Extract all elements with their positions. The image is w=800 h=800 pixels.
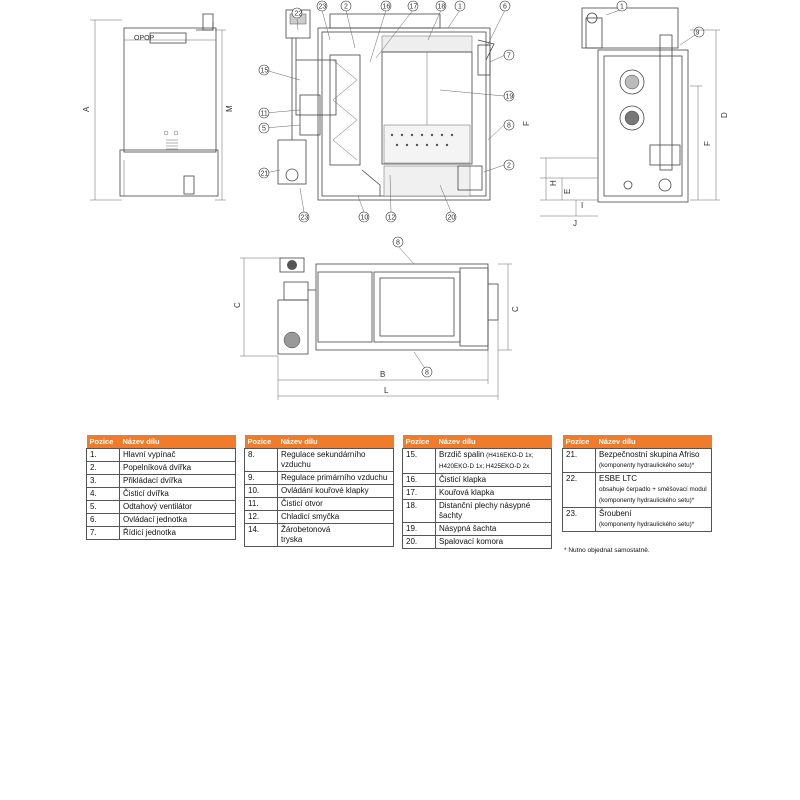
table-row: 9.Regulace primárního vzduchu: [244, 471, 394, 485]
callout-22: 21: [261, 171, 269, 178]
boiler-technical-drawing: A M OPOP: [82, 0, 729, 400]
dim-J: J: [573, 219, 577, 228]
dim-D: F: [703, 141, 712, 146]
table-row: 8.Regulace sekundárního vzduchu: [244, 448, 394, 472]
callout-1-rear: 1: [620, 4, 624, 11]
callout-11: 10: [361, 215, 369, 222]
callout-7: 7: [507, 53, 511, 60]
table-row: 6.Ovládací jednotka: [86, 513, 236, 527]
dim-L: L: [384, 386, 389, 395]
table-row: 5.Odtahový ventilátor: [86, 500, 236, 514]
table-row: 16.Čisticí klapka: [402, 473, 552, 487]
dim-F-rear: D: [720, 112, 729, 118]
callout-23a: 23: [319, 4, 327, 11]
callout-10: 9: [696, 30, 700, 37]
header-name: Název dílu: [277, 435, 394, 449]
dim-M: M: [225, 105, 234, 112]
dim-H: H: [549, 180, 558, 186]
callout-2: 2: [507, 163, 511, 170]
dim-C: C: [511, 306, 520, 312]
callout-19: 19: [506, 94, 514, 101]
table-row: 10.Ovládání kouřové klapky: [244, 484, 394, 498]
callout-20: 20: [448, 215, 456, 222]
table-row: 17.Kouřová klapka: [402, 486, 552, 500]
callout-9-bottom: 8: [425, 370, 429, 377]
callout-15: 15: [261, 68, 269, 75]
callout-14: 12: [388, 215, 396, 222]
callout-16: 16: [383, 4, 391, 11]
callout-8: 8: [507, 123, 511, 130]
side-section-view: 22 23 2 16 17 18 1 6 7 19 8 2 15 11 5 21…: [258, 0, 515, 223]
callout-17: 17: [410, 4, 418, 11]
callout-1: 1: [458, 4, 462, 11]
top-view: 8 8 C C B L: [233, 236, 520, 400]
dim-K: C: [233, 302, 242, 308]
table-row: 1.Hlavní vypínač: [86, 448, 236, 462]
table-row: 11.Čisticí otvor: [244, 497, 394, 511]
footnote: * Nutno objednat samostatně.: [564, 547, 650, 554]
callout-12: 11: [261, 111, 268, 118]
table-row: 21.Bezpečnostní skupina Afriso(komponent…: [562, 448, 712, 473]
table-row: 18.Distanční plechy násypné šachty: [402, 499, 552, 523]
callout-18: 18: [438, 4, 446, 11]
header-name: Název dílu: [119, 435, 236, 449]
callout-5: 5: [262, 126, 266, 133]
table-row: 12.Chladicí smyčka: [244, 510, 394, 524]
callout-group: 22 23 2 16 17 18 1 6 7 19 8 2 15 11 5 21…: [258, 0, 515, 223]
header-name: Název dílu: [595, 435, 712, 449]
dim-F: F: [522, 121, 531, 126]
table-row: 2.Popelníková dvířka: [86, 461, 236, 475]
header-pos: Pozice: [402, 435, 436, 449]
header-pos: Pozice: [86, 435, 120, 449]
dim-A: A: [82, 106, 91, 112]
callout-21: 22: [295, 11, 303, 18]
table-row: 23.Šroubení(komponenty hydraulického set…: [562, 507, 712, 532]
dim-E: E: [563, 189, 572, 194]
table-row: 19.Násypná šachta: [402, 522, 552, 536]
header-pos: Pozice: [562, 435, 596, 449]
callout-9-top: 8: [396, 240, 400, 247]
table-row: 15.Brzdič spalin (H416EKO-D 1x;H420EKO-D…: [402, 448, 552, 474]
dim-B: B: [380, 370, 385, 379]
table-row: 4.Čisticí dvířka: [86, 487, 236, 501]
table-row: 3.Přikládací dvířka: [86, 474, 236, 488]
callout-6: 6: [503, 4, 507, 11]
rear-view: 1 9 D F H E I J F: [522, 0, 729, 228]
table-row: 20.Spalovací komora: [402, 535, 552, 549]
dim-I: I: [581, 201, 583, 210]
callout-4: 2: [344, 4, 348, 11]
callout-23b: 23: [301, 215, 309, 222]
brand-logo-text: OPOP: [134, 35, 155, 42]
header-pos: Pozice: [244, 435, 278, 449]
front-view: A M OPOP: [82, 13, 234, 201]
table-row: 7.Řídicí jednotka: [86, 526, 236, 540]
header-name: Název dílu: [435, 435, 552, 449]
